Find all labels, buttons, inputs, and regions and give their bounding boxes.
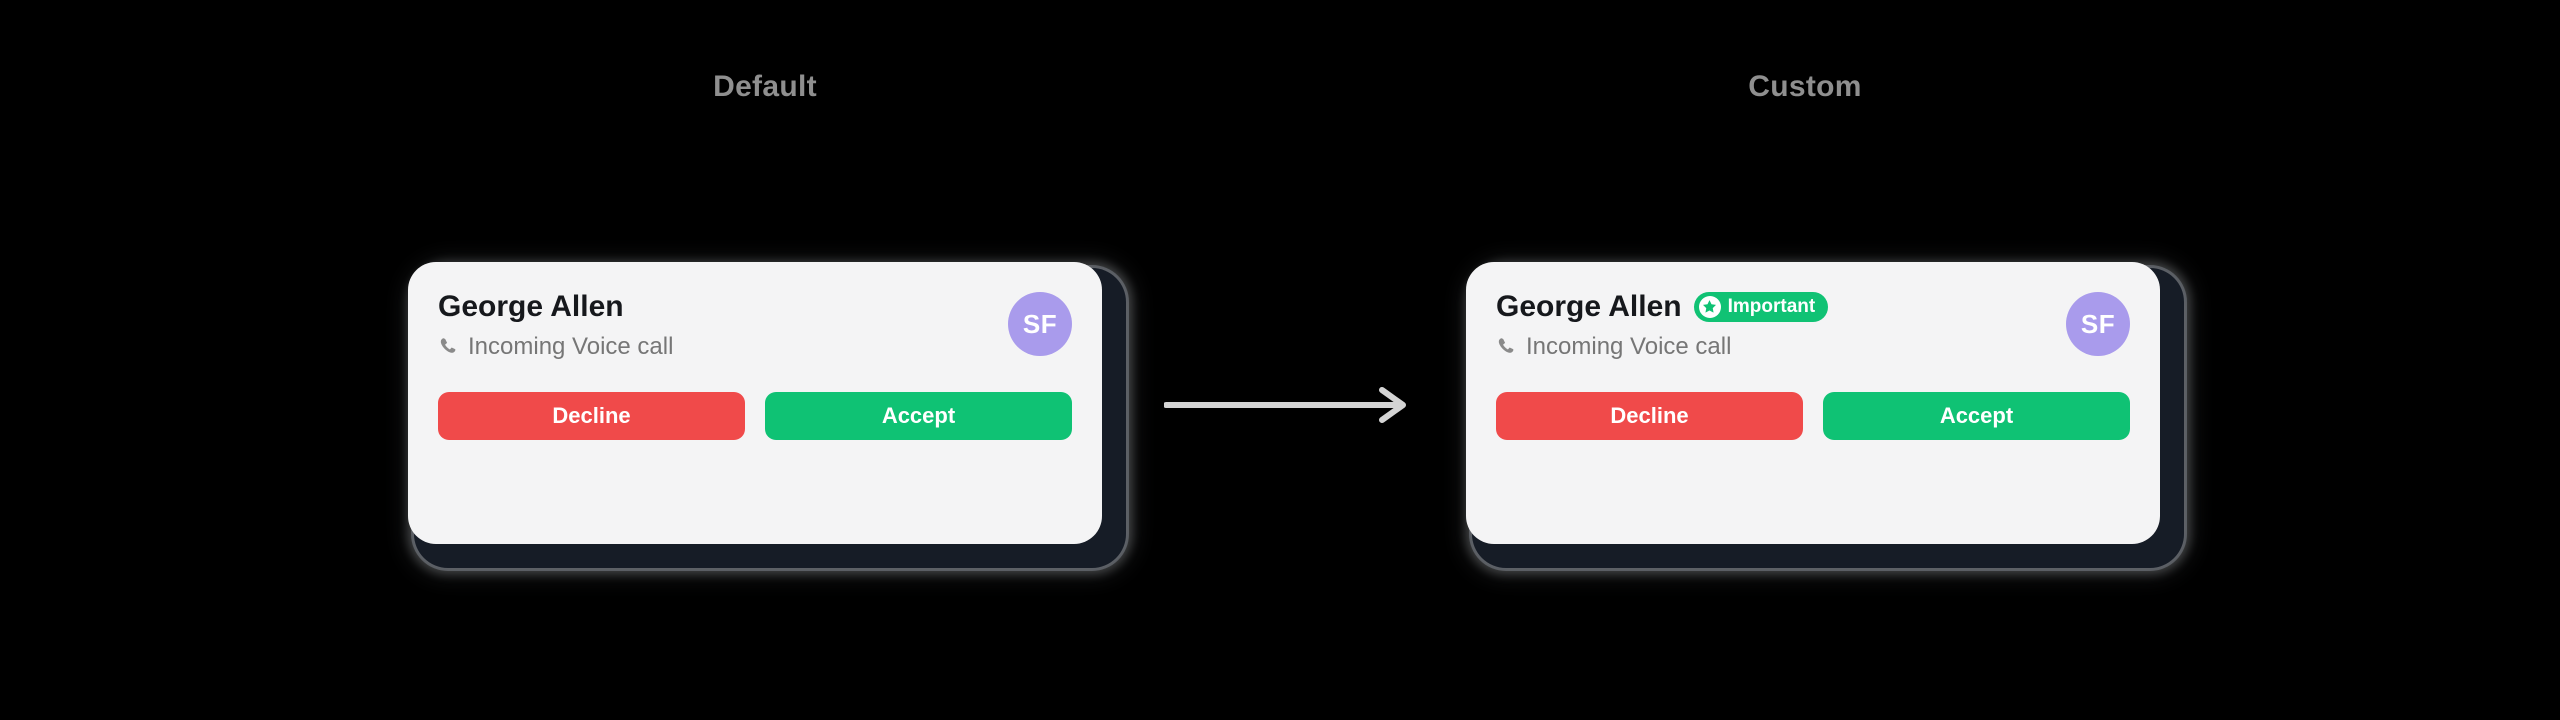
title-line-custom: George Allen Important xyxy=(1496,290,1829,324)
star-icon xyxy=(1698,295,1721,318)
card-content-custom: George Allen Important xyxy=(1466,262,2160,544)
status-line-custom: Incoming Voice call xyxy=(1496,332,1828,360)
section-caption-default: Default xyxy=(713,70,817,103)
card-content-default: George Allen Incoming Voice call SF xyxy=(408,262,1102,544)
caller-name: George Allen xyxy=(438,290,624,323)
card-header-text-default: George Allen Incoming Voice call xyxy=(438,290,673,360)
section-caption-custom: Custom xyxy=(1748,70,1862,103)
card-actions-default: Decline Accept xyxy=(438,391,1072,440)
card-header-custom: George Allen Important xyxy=(1496,290,2130,360)
decline-button[interactable]: Decline xyxy=(1496,391,1803,440)
avatar: SF xyxy=(1008,292,1072,356)
notification-card-default-shell: George Allen Incoming Voice call SF xyxy=(408,262,1126,568)
call-status-text: Incoming Voice call xyxy=(1526,332,1732,360)
notification-card-default[interactable]: George Allen Incoming Voice call SF xyxy=(408,262,1102,544)
status-line-default: Incoming Voice call xyxy=(438,332,674,360)
card-header-text-custom: George Allen Important xyxy=(1496,290,1829,360)
avatar: SF xyxy=(2066,292,2130,356)
card-header-default: George Allen Incoming Voice call SF xyxy=(438,290,1072,360)
notification-card-custom[interactable]: George Allen Important xyxy=(1466,262,2160,544)
card-actions-custom: Decline Accept xyxy=(1496,391,2130,440)
notification-card-custom-shell: George Allen Important xyxy=(1466,262,2184,568)
accept-button[interactable]: Accept xyxy=(1823,391,2130,440)
status-badge-important[interactable]: Important xyxy=(1693,291,1829,322)
status-badge-label: Important xyxy=(1727,296,1816,318)
phone-call-icon xyxy=(438,336,459,357)
accept-button[interactable]: Accept xyxy=(765,391,1072,440)
call-status-text: Incoming Voice call xyxy=(468,332,674,360)
title-line-default: George Allen xyxy=(438,290,673,324)
phone-call-icon xyxy=(1496,336,1517,357)
decline-button[interactable]: Decline xyxy=(438,391,745,440)
arrow-right-icon xyxy=(1164,385,1412,425)
caller-name: George Allen xyxy=(1496,290,1682,323)
